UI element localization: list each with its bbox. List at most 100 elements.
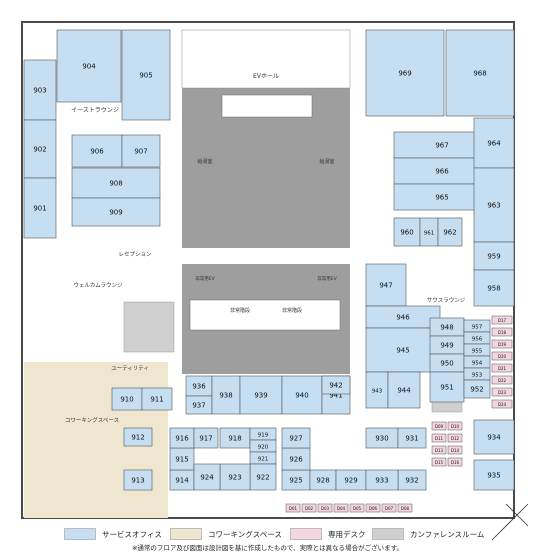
room-961[interactable]: 961 xyxy=(419,217,439,247)
room-926[interactable]: 926 xyxy=(281,447,311,471)
room-954[interactable]: 954 xyxy=(463,355,491,369)
room-934[interactable]: 934 xyxy=(473,419,515,455)
room-shape xyxy=(123,469,153,491)
room-912[interactable]: 912 xyxy=(123,427,153,447)
room-920[interactable]: 920 xyxy=(249,439,277,453)
room-908[interactable]: 908 xyxy=(71,167,161,199)
room-904[interactable]: 904 xyxy=(56,29,122,103)
room-938[interactable]: 938 xyxy=(211,375,241,415)
room-shape xyxy=(239,375,283,415)
room-913[interactable]: 913 xyxy=(123,469,153,491)
supply-label-west: 給湯室 xyxy=(197,158,212,165)
room-940[interactable]: 940 xyxy=(281,375,323,415)
room-915[interactable]: 915 xyxy=(169,447,195,471)
room-914[interactable]: 914 xyxy=(169,469,195,491)
room-962[interactable]: 962 xyxy=(437,217,463,247)
room-916[interactable]: 916 xyxy=(169,427,195,449)
room-955[interactable]: 955 xyxy=(463,343,491,357)
room-number: 945 xyxy=(396,347,409,355)
room-958[interactable]: 958 xyxy=(473,269,515,307)
room-906[interactable]: 906 xyxy=(71,134,123,168)
desk-D15[interactable]: D15 xyxy=(431,457,447,467)
desk-D08[interactable]: D08 xyxy=(397,503,413,513)
legend-swatch xyxy=(170,528,202,540)
desk-D12[interactable]: D12 xyxy=(447,433,463,443)
room-950[interactable]: 950 xyxy=(429,353,465,373)
room-937[interactable]: 937 xyxy=(185,395,213,415)
room-921[interactable]: 921 xyxy=(249,451,277,465)
desk-D01[interactable]: D01 xyxy=(285,503,301,513)
room-924[interactable]: 924 xyxy=(193,463,221,491)
room-957[interactable]: 957 xyxy=(463,319,491,333)
room-936[interactable]: 936 xyxy=(185,375,213,397)
desk-D24[interactable]: D24 xyxy=(491,399,513,409)
room-952[interactable]: 952 xyxy=(463,379,491,399)
room-917[interactable]: 917 xyxy=(193,427,219,449)
room-922[interactable]: 922 xyxy=(249,463,277,491)
desk-D13[interactable]: D13 xyxy=(431,445,447,455)
desk-shape xyxy=(301,503,317,513)
desk-D10[interactable]: D10 xyxy=(447,421,463,431)
desk-D11[interactable]: D11 xyxy=(431,433,447,443)
desk-D20[interactable]: D20 xyxy=(491,351,513,361)
room-939[interactable]: 939 xyxy=(239,375,283,415)
room-903[interactable]: 903 xyxy=(23,59,57,121)
room-919[interactable]: 919 xyxy=(249,427,277,441)
room-925[interactable]: 925 xyxy=(281,469,311,491)
room-948[interactable]: 948 xyxy=(429,317,465,337)
room-905[interactable]: 905 xyxy=(121,29,171,121)
room-933[interactable]: 933 xyxy=(365,469,399,491)
room-931[interactable]: 931 xyxy=(397,427,427,449)
room-932[interactable]: 932 xyxy=(397,469,427,491)
room-902[interactable]: 902 xyxy=(23,119,57,179)
room-953[interactable]: 953 xyxy=(463,367,491,381)
room-945[interactable]: 945 xyxy=(365,327,441,373)
room-943[interactable]: 943 xyxy=(365,371,389,409)
room-947[interactable]: 947 xyxy=(365,263,407,307)
desk-D07[interactable]: D07 xyxy=(381,503,397,513)
room-909[interactable]: 909 xyxy=(71,197,161,227)
room-928[interactable]: 928 xyxy=(309,469,337,491)
room-949[interactable]: 949 xyxy=(429,335,465,355)
desk-D17[interactable]: D17 xyxy=(491,315,513,325)
room-969[interactable]: 969 xyxy=(365,29,445,117)
room-956[interactable]: 956 xyxy=(463,331,491,345)
desk-D21[interactable]: D21 xyxy=(491,363,513,373)
room-942[interactable]: 942 xyxy=(321,375,351,395)
room-907[interactable]: 907 xyxy=(121,134,161,168)
legend-label: 専用デスク xyxy=(328,529,366,539)
desk-D22[interactable]: D22 xyxy=(491,375,513,385)
supply-label-east: 給湯室 xyxy=(319,158,334,165)
room-929[interactable]: 929 xyxy=(335,469,367,491)
desk-D16[interactable]: D16 xyxy=(447,457,463,467)
room-927[interactable]: 927 xyxy=(281,427,311,449)
desk-D03[interactable]: D03 xyxy=(317,503,333,513)
room-935[interactable]: 935 xyxy=(473,459,515,491)
desk-shape xyxy=(447,433,463,443)
room-shape xyxy=(365,327,441,373)
desk-D18[interactable]: D18 xyxy=(491,327,513,337)
desk-D19[interactable]: D19 xyxy=(491,339,513,349)
room-918[interactable]: 918 xyxy=(219,427,251,449)
desk-D14[interactable]: D14 xyxy=(447,445,463,455)
room-951[interactable]: 951 xyxy=(429,371,465,403)
room-901[interactable]: 901 xyxy=(23,177,57,239)
room-944[interactable]: 944 xyxy=(387,371,421,409)
room-930[interactable]: 930 xyxy=(365,427,399,449)
room-964[interactable]: 964 xyxy=(473,117,515,169)
desk-D09[interactable]: D09 xyxy=(431,421,447,431)
desk-D23[interactable]: D23 xyxy=(491,387,513,397)
room-911[interactable]: 911 xyxy=(141,387,173,411)
desk-D04[interactable]: D04 xyxy=(333,503,349,513)
room-960[interactable]: 960 xyxy=(393,217,421,247)
desk-D05[interactable]: D05 xyxy=(349,503,365,513)
room-946[interactable]: 946 xyxy=(365,305,441,329)
desk-D06[interactable]: D06 xyxy=(365,503,381,513)
legend-service-office: サービスオフィス xyxy=(64,528,162,540)
room-959[interactable]: 959 xyxy=(473,241,515,271)
room-963[interactable]: 963 xyxy=(473,167,515,243)
room-923[interactable]: 923 xyxy=(219,463,251,491)
desk-D02[interactable]: D02 xyxy=(301,503,317,513)
room-910[interactable]: 910 xyxy=(111,387,143,411)
room-968[interactable]: 968 xyxy=(445,29,515,117)
